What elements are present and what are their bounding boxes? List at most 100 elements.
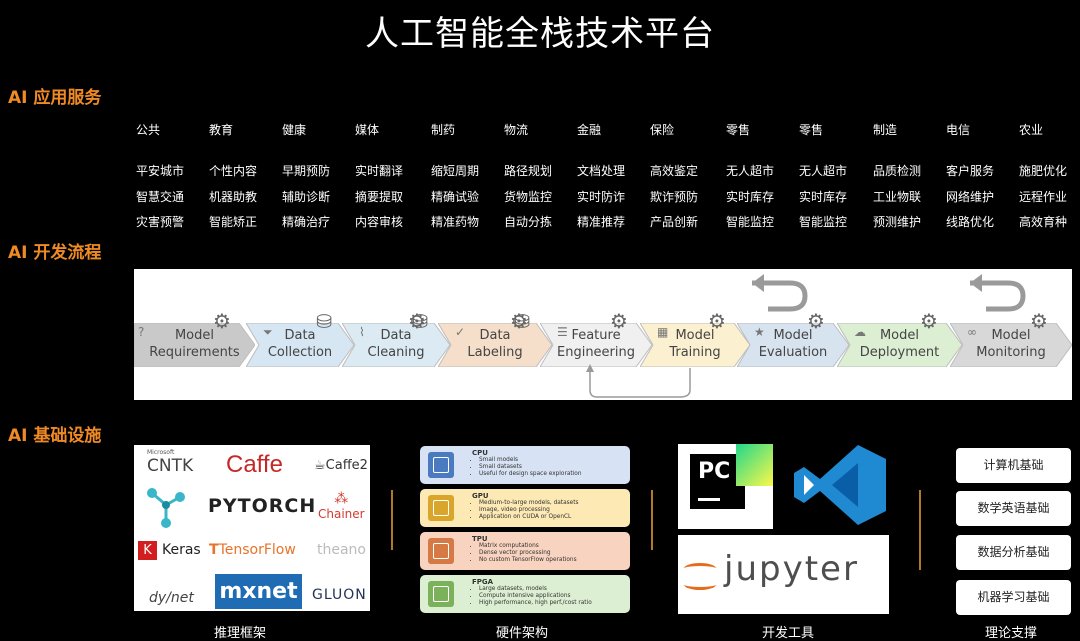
infra-caption: 推理框架: [214, 626, 267, 641]
hardware-point: Small datasets: [479, 464, 582, 471]
app-column: 公共平安城市智慧交通灾害预警: [136, 121, 206, 236]
app-item: 网络维护: [946, 189, 995, 204]
keras-logo: Keras: [162, 542, 201, 558]
app-item: 智能监控: [799, 215, 848, 229]
question-icon: ?: [138, 325, 145, 339]
flow-step-subtitle: Labeling: [467, 345, 523, 360]
flow-step-arrow: [134, 323, 255, 367]
database-icon: ⛁: [316, 311, 332, 333]
app-item: 精准药物: [431, 215, 480, 229]
hardware-point: No custom TensorFlow operations: [479, 557, 577, 564]
app-item: 平安城市: [136, 164, 185, 178]
flow-step-arrow: [950, 323, 1072, 367]
app-category: 零售: [799, 123, 824, 137]
hardware-card: GPUMedium-to-large models, datasetsImage…: [420, 489, 630, 527]
hardware-name: FPGA: [472, 578, 494, 586]
flow-step-subtitle: Evaluation: [758, 345, 828, 360]
flow-step-subtitle: Collection: [267, 345, 333, 360]
gear-icon: ⚙: [408, 309, 426, 333]
app-item: 精确试验: [431, 189, 480, 204]
gear-icon: ⚙: [708, 309, 726, 333]
app-category: 制造: [873, 123, 898, 137]
chainer-mark-icon: ⁂: [334, 491, 349, 507]
hardware-point: Useful for design space exploration: [479, 471, 582, 478]
app-item: 施肥优化: [1019, 164, 1068, 178]
node-graph-icon: [147, 488, 185, 528]
flow-step-title: Model: [174, 328, 215, 343]
flow-step-subtitle: Engineering: [557, 345, 635, 360]
theory-item: 计算机基础: [956, 448, 1071, 483]
theory-item: 机器学习基础: [956, 580, 1071, 615]
hardware-point: Matrix computations: [479, 543, 577, 550]
flow-step-arrow: [246, 323, 354, 367]
jupyter-icon: [684, 555, 716, 593]
app-item: 摘要提取: [355, 189, 404, 204]
app-item: 高效鉴定: [650, 164, 699, 178]
app-item: 实时翻译: [355, 164, 404, 178]
hardware-point: Application on CUDA or OpenCL: [479, 514, 579, 521]
section-title-infra: AI 基础设施: [8, 426, 102, 446]
list-icon: ☰: [557, 325, 568, 339]
app-item: 产品创新: [650, 215, 699, 229]
app-column: 物流路径规划货物监控自动分拣: [504, 121, 574, 236]
app-item: 文档处理: [577, 164, 626, 178]
theory-item: 数学英语基础: [956, 491, 1071, 526]
gear-icon: ⚙: [920, 309, 938, 333]
monitoring-return-arrowhead: [970, 274, 982, 292]
app-column: 农业施肥优化远程作业高效育种: [1019, 121, 1080, 236]
binoculars-icon: ∞: [967, 325, 977, 339]
page-title: 人工智能全栈技术平台: [365, 14, 715, 54]
infra-caption: 硬件架构: [496, 626, 549, 641]
app-item: 实时库存: [799, 189, 848, 204]
theano-logo: theano: [317, 542, 366, 558]
divider: [651, 490, 653, 550]
app-column: 制造品质检测工业物联预测维护: [873, 121, 943, 236]
cup-icon: ☕: [314, 458, 326, 473]
app-column: 保险高效鉴定欺诈预防产品创新: [650, 121, 720, 236]
flow-step-title: Data: [479, 328, 511, 343]
theory-item: 数据分析基础: [956, 535, 1071, 570]
app-item: 缩短周期: [431, 164, 480, 178]
evaluation-return-arrow: [752, 280, 808, 312]
flow-step-title: Model: [879, 328, 920, 343]
framework-logos: Microsoft CNTK Caffe ☕Caffe2 PYTORCH ⁂Ch…: [134, 445, 370, 611]
caffe2-logo: ☕Caffe2: [314, 458, 368, 473]
flow-step-arrow: [837, 323, 962, 367]
gear-icon: ⚙: [213, 309, 231, 333]
app-item: 内容审核: [355, 215, 404, 229]
hardware-point: Image, video processing: [479, 507, 579, 514]
chip-icon: [428, 538, 454, 564]
app-item: 智能监控: [726, 215, 775, 229]
flow-step-subtitle: Training: [669, 345, 721, 360]
app-item: 个性内容: [209, 164, 258, 178]
caffe-logo: Caffe: [226, 451, 283, 478]
hardware-card: TPUMatrix computationsDense vector proce…: [420, 532, 630, 570]
chainer-logo: ⁂Chainer: [318, 491, 365, 521]
flow-step-title: Feature: [571, 328, 621, 343]
app-category: 公共: [136, 123, 161, 137]
app-item: 精准推荐: [577, 215, 626, 229]
hardware-point: Compute intensive applications: [479, 593, 592, 600]
hardware-card: CPUSmall modelsSmall datasetsUseful for …: [420, 446, 630, 484]
app-item: 路径规划: [504, 164, 553, 178]
flow-step-arrow: [540, 323, 652, 367]
check-icon: ✓: [455, 325, 466, 339]
flow-step-arrow: [640, 323, 750, 367]
training-feedback-arrowhead: [586, 364, 594, 372]
app-category: 教育: [209, 123, 234, 137]
gear-icon: ⚙: [510, 309, 528, 333]
app-category: 制药: [431, 123, 456, 137]
flow-step-arrow: [342, 323, 450, 367]
hardware-card: FPGALarge datasets, modelsCompute intens…: [420, 575, 630, 613]
app-column: 教育个性内容机器助教智能矫正: [209, 121, 279, 236]
database-icon: ⛁: [514, 311, 530, 333]
app-item: 精确治疗: [282, 215, 331, 229]
app-item: 自动分拣: [504, 215, 553, 229]
chip-icon: [428, 452, 454, 478]
